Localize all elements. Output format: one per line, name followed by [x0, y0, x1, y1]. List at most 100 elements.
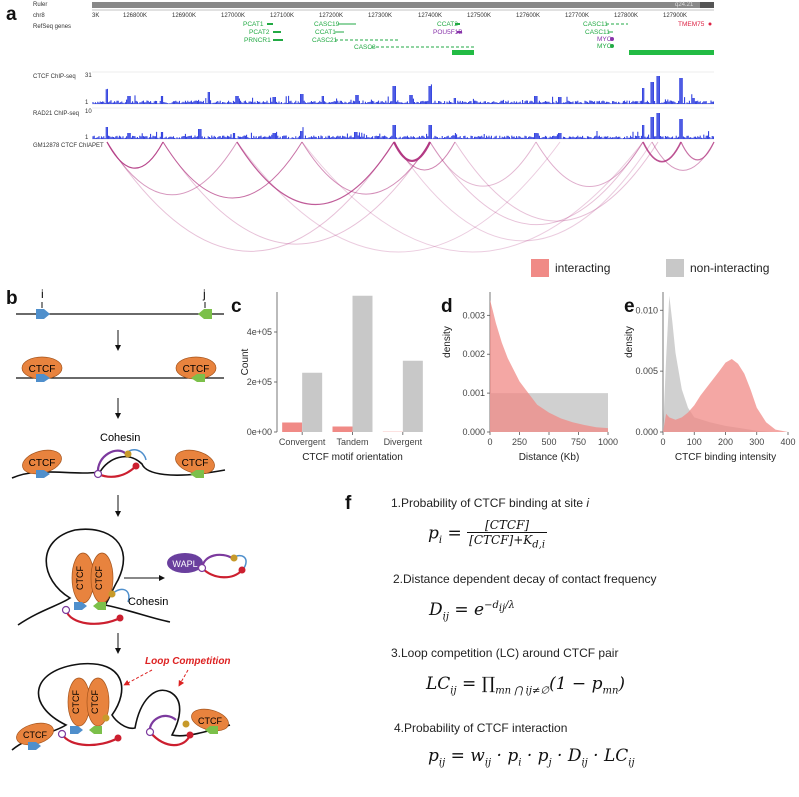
legend-swatch-interacting — [531, 259, 549, 277]
motif-i-arrow — [36, 309, 50, 319]
gene-myc-green: MYC — [597, 43, 612, 50]
d-ytick-2: 0.002 — [462, 349, 485, 359]
track-ctcf-label: CTCF ChIP-seq — [33, 74, 76, 80]
gene-ccat1: CCAT1 — [315, 29, 336, 36]
cohesin-label-1: Cohesin — [100, 432, 140, 444]
ctcf-track-bars — [92, 76, 714, 104]
panel-label-c: c — [231, 296, 242, 317]
ctcf-signal-track — [92, 76, 714, 104]
genome-browser: Ruler q24.21 chr8 3K 126800K 126900K 127… — [33, 2, 715, 253]
coord-tick-3: 127000K — [221, 13, 245, 19]
chiapet-arc-9 — [393, 141, 653, 242]
formula-loop-competition: LCij = ∏mn ⋂ ij≠∅(1 − pmn) — [426, 674, 626, 697]
chiapet-arc-4 — [301, 141, 431, 195]
panel-label-d: d — [441, 296, 453, 317]
loop-competition-label: Loop Competition — [145, 656, 231, 667]
chiapet-arc-10 — [535, 141, 644, 188]
e-ytick-2: 0.010 — [635, 305, 658, 315]
c-xlabel: CTCF motif orientation — [302, 452, 403, 463]
rad21-track-bars — [92, 113, 714, 139]
chiapet-arc-18 — [454, 141, 659, 222]
legend-swatch-non-interacting — [666, 259, 684, 277]
e-xtick-0: 0 — [660, 437, 665, 447]
d-area-interacting — [490, 299, 608, 432]
e-ytick-1: 0.005 — [635, 366, 658, 376]
model-step-1: 1.Probability of CTCF binding at site i — [391, 496, 589, 510]
c-ytick-1: 2e+05 — [247, 377, 272, 387]
gene-pcat2: PCAT2 — [249, 29, 270, 36]
chiapet-arc-6 — [393, 141, 456, 171]
e-ytick-0: 0.000 — [635, 427, 658, 437]
c-xtick-1: Tandem — [336, 437, 368, 447]
c-ytick-2: 4e+05 — [247, 327, 272, 337]
c-ylabel: Count — [240, 348, 251, 375]
c-bar-tandem-0 — [332, 426, 353, 432]
coord-tick-4: 127100K — [270, 13, 294, 19]
chiapet-arc-7 — [429, 141, 537, 187]
coord-tick-10: 127700K — [565, 13, 589, 19]
chiapet-arcs — [106, 141, 715, 253]
ctcf-label-5: CTCF — [75, 566, 85, 590]
gene-casc11-b: CASC11 — [585, 29, 610, 36]
coord-tick-5: 127200K — [319, 13, 343, 19]
e-xtick-4: 400 — [780, 437, 795, 447]
d-ylabel: density — [442, 326, 453, 358]
d-xtick-0: 0 — [487, 437, 492, 447]
gene-casc21: CASC21 — [312, 37, 338, 44]
gene-casc8: CASC8 — [354, 44, 376, 51]
chromosome-ideogram — [92, 2, 714, 8]
e-area-non-interacting — [663, 295, 788, 432]
d-ytick-3: 0.003 — [462, 310, 485, 320]
e-xlabel: CTCF binding intensity — [675, 452, 776, 463]
coordinate-ticks: 3K 126800K 126900K 127000K 127100K 12720… — [92, 13, 687, 19]
coord-tick-0: 3K — [92, 13, 99, 19]
track-ctcf-scale-bottom: 1 — [85, 100, 89, 106]
d-xtick-4: 1000 — [598, 437, 618, 447]
chiapet-arc-16 — [236, 141, 561, 253]
chiapet-arc-14 — [162, 141, 431, 245]
legend-label-interacting: interacting — [555, 261, 611, 275]
chiapet-arc-2 — [162, 141, 303, 199]
refseq-label: RefSeq genes — [33, 24, 71, 30]
e-xtick-1: 100 — [687, 437, 702, 447]
c-ytick-0: 0e+00 — [247, 427, 272, 437]
coord-tick-2: 126900K — [172, 13, 196, 19]
e-area-interacting — [663, 359, 788, 432]
chiapet-arc-11 — [642, 141, 682, 163]
site-i-label: i — [41, 287, 44, 301]
coord-tick-1: 126800K — [123, 13, 147, 19]
c-xtick-2: Divergent — [384, 437, 423, 447]
released-loop — [198, 553, 247, 579]
d-xlabel: Distance (Kb) — [519, 452, 580, 463]
ruler-label: Ruler — [33, 2, 47, 8]
c-bar-convergent-0 — [282, 422, 303, 432]
coord-tick-11: 127800K — [614, 13, 638, 19]
rad21-signal-track — [92, 113, 714, 139]
ctcf-label-7: CTCF — [71, 690, 81, 714]
chiapet-arc-15 — [106, 141, 395, 252]
c-bar-divergent-1 — [402, 360, 423, 432]
gene-prncr1: PRNCR1 — [244, 37, 271, 44]
d-xtick-3: 750 — [571, 437, 586, 447]
gene-casc11-a: CASC11 — [583, 21, 608, 28]
c-bar-tandem-1 — [352, 295, 373, 432]
d-xtick-2: 500 — [541, 437, 556, 447]
chiapet-arc-3 — [236, 141, 395, 206]
ctcf-label-2: CTCF — [183, 364, 210, 375]
e-xtick-2: 200 — [718, 437, 733, 447]
chiapet-arc-8 — [429, 141, 644, 225]
track-rad21-scale-top: 10 — [85, 109, 92, 115]
refseq-genes: PCAT1 PCAT2 PRNCR1 CASC19 CCAT1 CASC21 C… — [243, 21, 714, 55]
panel-label-b: b — [6, 288, 18, 309]
ctcf-label-10: CTCF — [198, 716, 222, 726]
track-rad21-label: RAD21 ChIP-seq — [33, 111, 79, 117]
panel-label-f: f — [345, 493, 352, 514]
panel-label-e: e — [624, 296, 635, 317]
track-ctcf-scale-top: 31 — [85, 73, 92, 79]
coord-tick-7: 127400K — [418, 13, 442, 19]
model-step-4: 4.Probability of CTCF interaction — [394, 721, 568, 735]
c-xtick-0: Convergent — [279, 437, 326, 447]
model-step-1-text: 1.Probability of CTCF binding at site — [391, 496, 587, 510]
